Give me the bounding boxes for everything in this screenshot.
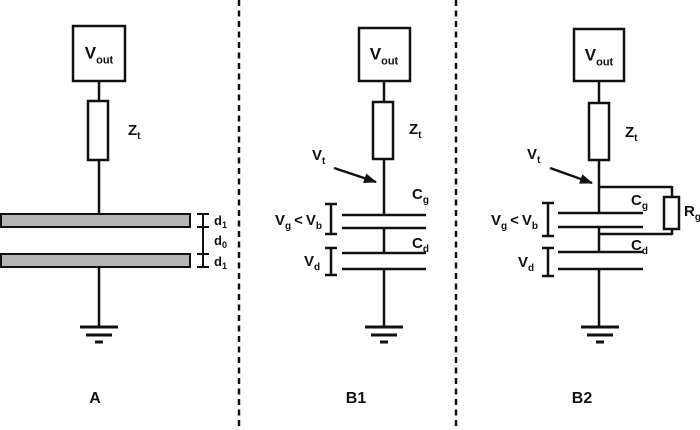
vout-label: Vout <box>369 44 399 68</box>
node-vt-label: Vt <box>527 146 541 166</box>
resistor-box <box>662 195 681 231</box>
gate-voltage-bracket <box>542 201 554 238</box>
panel-a-circuit <box>0 24 209 344</box>
cd-label: Cd <box>631 237 648 257</box>
dim-d1-bottom-label: d1 <box>214 254 227 271</box>
dimension-ruler <box>197 213 209 268</box>
bottom-plate <box>0 253 191 268</box>
cd-label: Cd <box>412 235 429 255</box>
drain-voltage-bracket <box>325 246 337 277</box>
panel-b1-circuit <box>325 26 426 344</box>
capacitor-cg <box>558 211 643 229</box>
impedance-box <box>587 101 611 162</box>
dim-d0-label: d0 <box>214 233 227 250</box>
dim-d1-top-label: d1 <box>214 213 227 230</box>
impedance-label: Zt <box>409 121 422 141</box>
impedance-label: Zt <box>625 124 638 144</box>
impedance-box <box>371 100 395 161</box>
ground-symbol <box>581 325 619 344</box>
impedance-box <box>86 99 110 162</box>
cg-label: Cg <box>631 192 648 212</box>
vout-label: Vout <box>584 45 614 69</box>
panel-b2-letter: B2 <box>571 390 593 407</box>
ground-symbol <box>80 325 118 344</box>
gate-condition-label: Vg<Vb <box>490 212 538 232</box>
gate-condition-label: Vg<Vb <box>274 212 322 232</box>
vt-arrow <box>333 166 377 184</box>
ground-symbol <box>365 325 403 344</box>
panel-b1-letter: B1 <box>345 390 367 407</box>
drain-voltage-bracket <box>542 246 554 278</box>
rg-label: Rg <box>684 203 700 223</box>
panel-b2-circuit <box>542 27 681 344</box>
capacitor-cd <box>342 251 426 271</box>
capacitor-cd <box>558 250 643 271</box>
cg-label: Cg <box>412 186 429 206</box>
top-plate <box>0 213 191 228</box>
vout-label: Vout <box>84 43 114 67</box>
resistor-branch <box>599 185 681 236</box>
vout-box <box>357 26 412 83</box>
panel-a-letter: A <box>89 390 101 407</box>
gate-voltage-bracket <box>325 202 337 236</box>
vd-label: Vd <box>304 253 321 273</box>
vt-arrow <box>549 166 593 185</box>
node-vt-label: Vt <box>312 147 326 167</box>
vout-box <box>572 27 626 83</box>
capacitor-cg <box>342 213 426 230</box>
impedance-label: Zt <box>128 122 141 142</box>
vd-label: Vd <box>518 254 535 274</box>
